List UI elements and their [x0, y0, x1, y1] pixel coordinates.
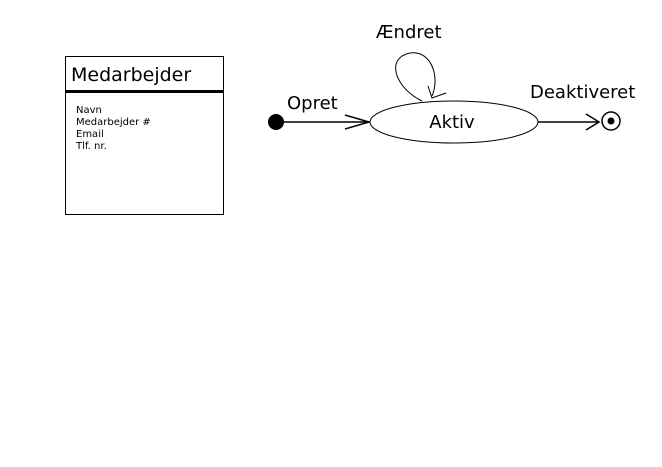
entity-title: Medarbejder — [71, 64, 192, 86]
create-transition-arrowhead — [344, 114, 372, 130]
entity-attribute: Medarbejder # — [76, 117, 151, 128]
initial-state-node — [268, 114, 284, 130]
deactivate-transition-label: Deaktiveret — [530, 82, 635, 103]
self-loop-transition-line — [395, 52, 436, 102]
entity-divider — [66, 90, 223, 93]
create-transition-label: Opret — [287, 93, 338, 114]
self-loop-transition-label: Ændret — [376, 22, 442, 43]
entity-attribute: Navn — [76, 105, 102, 116]
final-state-node-inner — [607, 117, 615, 125]
entity-attribute: Tlf. nr. — [76, 141, 107, 152]
deactivate-transition-arrowhead — [585, 113, 601, 131]
entity-attribute: Email — [76, 129, 104, 140]
state-aktiv-label: Aktiv — [429, 112, 475, 133]
self-loop-transition-arrowhead — [427, 85, 447, 99]
entity-attribute-list: Navn Medarbejder # Email Tlf. nr. — [76, 105, 151, 153]
entity-box-medarbejder: Medarbejder Navn Medarbejder # Email Tlf… — [65, 56, 224, 215]
